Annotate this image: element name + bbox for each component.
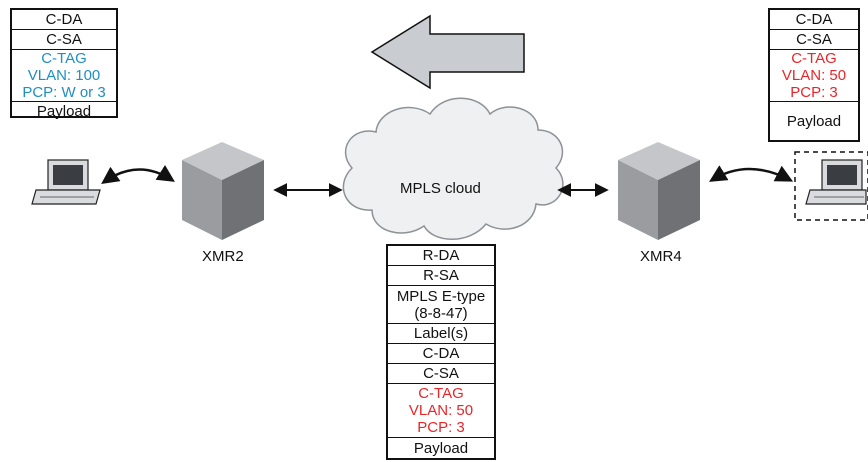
frame-center-field-4: C-DA [388,344,494,364]
frame-center-field-5: C-SA [388,364,494,384]
frame-center-field-3-line-0: Label(s) [413,325,469,342]
frame-center-field-6-line-1: VLAN: 50 [408,402,474,419]
cube-router-icon [618,142,700,240]
router-label-xmr4: XMR4 [640,248,682,265]
frame-right-field-2-line-2: PCP: 3 [790,84,838,101]
frame-center-field-0: R-DA [388,246,494,266]
frame-center-field-7-line-0: Payload [413,439,469,457]
frame-center-field-1-line-0: R-SA [423,267,459,284]
frame-right-field-3: Payload [770,102,858,140]
frame-center-field-1: R-SA [388,266,494,286]
frame-left-field-2-line-0: C-TAG [41,50,87,67]
frame-right-field-0: C-DA [770,10,858,30]
remote-computer [794,151,868,221]
frame-right-field-2-line-1: VLAN: 50 [781,67,847,84]
frame-center-field-4-line-0: C-DA [422,345,460,362]
frame-left-field-0: C-DA [12,10,116,30]
frame-center-field-7: Payload [388,438,494,458]
mpls-cloud [342,97,564,240]
frame-center-field-6-line-2: PCP: 3 [417,419,465,436]
frame-center-field-6-line-0: C-TAG [418,385,464,402]
frame-center-field-2: MPLS E-type(8-8-47) [388,286,494,324]
frame-center-field-2-line-1: (8-8-47) [414,304,468,322]
frame-left-field-1: C-SA [12,30,116,50]
frame-center-field-2-line-0: MPLS E-type [396,287,486,305]
frame-center-field-5-line-0: C-SA [423,365,459,382]
frame-right-field-1: C-SA [770,30,858,50]
frame-left-field-3: Payload [12,102,116,120]
router-label-xmr2: XMR2 [202,248,244,265]
frame-left-field-1-line-0: C-SA [46,31,82,48]
computer-icon [31,159,101,205]
frame-center-field-0-line-0: R-DA [422,247,460,264]
frame-left-field-2-line-2: PCP: W or 3 [22,84,106,101]
frame-center-field-3: Label(s) [388,324,494,344]
frame-right-field-1-line-0: C-SA [796,31,832,48]
frame-left-field-0-line-0: C-DA [45,11,83,28]
link-xmr4-pc [709,165,794,182]
frame-right-field-2-line-0: C-TAG [791,50,837,67]
frame-right-field-0-line-0: C-DA [795,11,833,28]
link-pc-xmr2 [101,165,175,185]
cube-router-icon [182,142,264,240]
frame-right-field-3-line-0: Payload [786,112,842,130]
frame-left-field-3-line-0: Payload [36,102,92,120]
frame-left-field-2-line-1: VLAN: 100 [27,67,101,84]
computer-icon [805,159,867,205]
cloud-label: MPLS cloud [400,180,481,197]
left-arrow-icon [370,14,525,90]
